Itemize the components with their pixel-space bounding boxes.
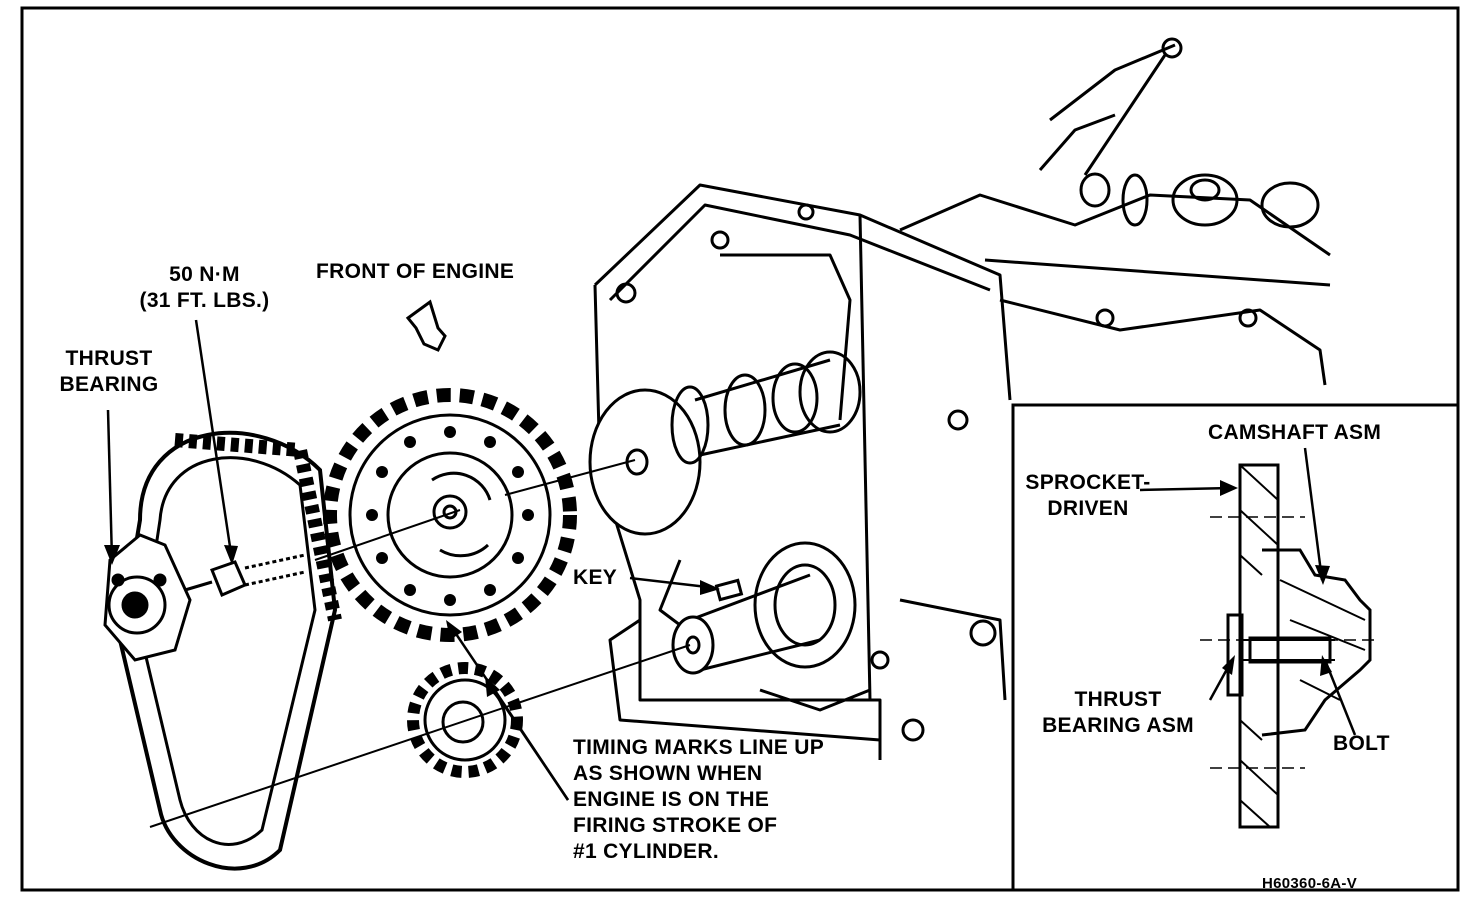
torque-imperial: (31 FT. LBS.) [139,289,270,312]
torque-label: 50 N·m (31 FT. LBS.) [122,262,287,314]
camshaft-asm-label: CAMSHAFT ASM [1208,421,1382,444]
crankshaft [671,541,857,675]
thrust-bearing-label: THRUST BEARING [50,346,168,398]
figure-code: H60360-6A-V [1262,875,1358,892]
timing-chain [117,430,342,871]
thrust-bearing [103,533,192,662]
timing-note: TIMING MARKS LINE UP AS SHOWN WHEN ENGIN… [573,735,824,865]
bolt-label: BOLT [1333,732,1390,755]
thrust-bearing-line2: BEARING [59,373,159,396]
thrust-bearing-asm-line2: BEARING ASM [1042,714,1194,737]
inset-arrowheads [1220,480,1332,676]
key-label: KEY [573,566,618,589]
inset-frame [1011,403,1460,892]
sprocket-driven-line2: DRIVEN [1047,497,1129,520]
front-of-engine-arrow [405,299,447,352]
timing-note-line1: TIMING MARKS LINE UP [573,736,824,759]
camshaft-sprocket-holes [366,426,534,606]
timing-note-line2: AS SHOWN WHEN [573,762,763,785]
camshaft-bolt [184,553,306,597]
engine-bolt-holes [615,37,1258,742]
thrust-bearing-asm-line1: THRUST [1074,688,1162,711]
thrust-bearing-asm-label: THRUST BEARING ASM [1028,687,1208,739]
thrust-bearing-line1: THRUST [65,347,153,370]
camshaft-sprocket [323,388,577,642]
timing-note-line4: FIRING STROKE OF [573,814,778,837]
valve-components [1079,172,1320,229]
alignment-lines [149,459,691,828]
sprocket-driven-label: SPROCKET- DRIVEN [1018,470,1158,522]
torque-value: 50 N·m [169,263,240,286]
inset-section-view [1226,463,1372,829]
timing-note-line3: ENGINE IS ON THE [573,788,770,811]
inset-center-lines [1200,516,1375,769]
timing-note-line5: #1 CYLINDER. [573,840,719,863]
sprocket-driven-line1: SPROCKET- [1025,471,1151,494]
front-of-engine-label: FRONT OF ENGINE [316,260,515,283]
arrowheads [104,545,720,697]
camshaft [588,350,862,536]
